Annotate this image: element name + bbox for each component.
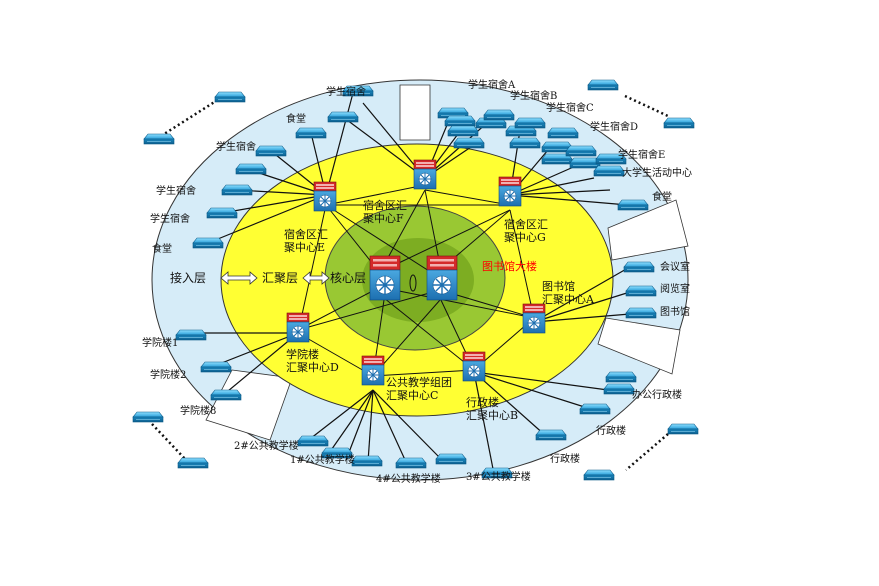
core-layer-label: 核心层 [330,271,366,285]
label-college-2: 学院楼2 [150,368,186,381]
agg-e-label-1: 宿舍区汇 [284,227,328,241]
dotted-extensions [151,94,669,471]
label-teach-1: 1#公共教学楼 [290,453,355,466]
label-library: 图书馆 [660,305,690,318]
layer-arrows [220,271,330,285]
label-meeting-room: 会议室 [660,260,690,273]
agg-c-label-1: 公共教学组团 [386,375,452,389]
label-admin-2: 行政楼 [550,452,580,465]
agg-switch-e [313,181,337,212]
label-office: 办公行政楼 [632,388,682,401]
agg-switch-b [462,351,486,382]
ring-gap-left [205,369,293,441]
ring-gap-top [399,84,431,141]
agg-f-label-2: 聚中心F [363,212,404,225]
agg-a-label-2: 汇聚中心A [542,293,595,306]
label-canteen-3: 食堂 [652,190,672,203]
ring-gap-right-2 [597,317,681,375]
agg-b-label-2: 汇聚中心B [466,409,518,422]
agg-c-label-2: 汇聚中心C [386,389,438,402]
agg-g-label-2: 聚中心G [504,231,546,244]
agg-switch-c [361,355,385,386]
aggregation-labels: 宿舍区汇 聚中心E 宿舍区汇 聚中心F 宿舍区汇 聚中心G 图书馆 汇聚中心A … [284,198,595,422]
label-dorm-4: 学生宿舍 [150,212,190,225]
label-dorm-a: 学生宿舍A [468,78,516,91]
agg-f-label-1: 宿舍区汇 [363,198,407,212]
core-building-label: 图书馆大楼 [482,259,537,273]
agg-e-label-2: 聚中心E [284,241,325,254]
label-college-8: 学院楼8 [180,404,216,417]
label-activity-center: 大学生活动中心 [622,166,692,179]
core-switches [369,255,458,301]
agg-switch-a [522,303,546,334]
label-dorm-c: 学生宿舍C [546,101,594,114]
label-dorm-e: 学生宿舍E [618,148,665,161]
label-dorm-b: 学生宿舍B [510,89,557,102]
label-dorm-3: 学生宿舍 [156,184,196,197]
label-reading-room: 阅览室 [660,282,690,295]
label-canteen-1: 食堂 [286,112,306,125]
agg-a-label-1: 图书馆 [542,279,575,293]
label-college-1: 学院楼1 [142,336,178,349]
access-labels: 学生宿舍 食堂 学生宿舍 学生宿舍 学生宿舍 食堂 学生宿舍A 学生宿舍B 学生… [142,78,692,485]
agg-g-label-1: 宿舍区汇 [504,217,548,231]
ring-gap-right-1 [607,199,689,261]
label-dorm-1: 学生宿舍 [326,85,366,98]
access-layer-label: 接入层 [170,270,206,285]
agg-switch-f [413,159,437,190]
label-teach-3: 3#公共教学楼 [466,470,531,483]
label-admin-1: 行政楼 [596,424,626,437]
agg-d-label-2: 汇聚中心D [286,361,339,374]
aggregation-layer-label: 汇聚层 [262,271,298,285]
label-teach-2: 2#公共教学楼 [234,439,299,452]
label-dorm-2: 学生宿舍 [216,140,256,153]
label-dorm-d: 学生宿舍D [590,120,638,133]
agg-switch-g [498,176,522,207]
agg-switch-d [286,312,310,343]
label-teach-4: 4#公共教学楼 [376,472,441,485]
label-canteen-2: 食堂 [152,242,172,255]
agg-d-label-1: 学院楼 [286,347,319,361]
agg-b-label-1: 行政楼 [466,395,499,409]
layer-labels: 接入层 汇聚层 核心层 [170,270,366,285]
